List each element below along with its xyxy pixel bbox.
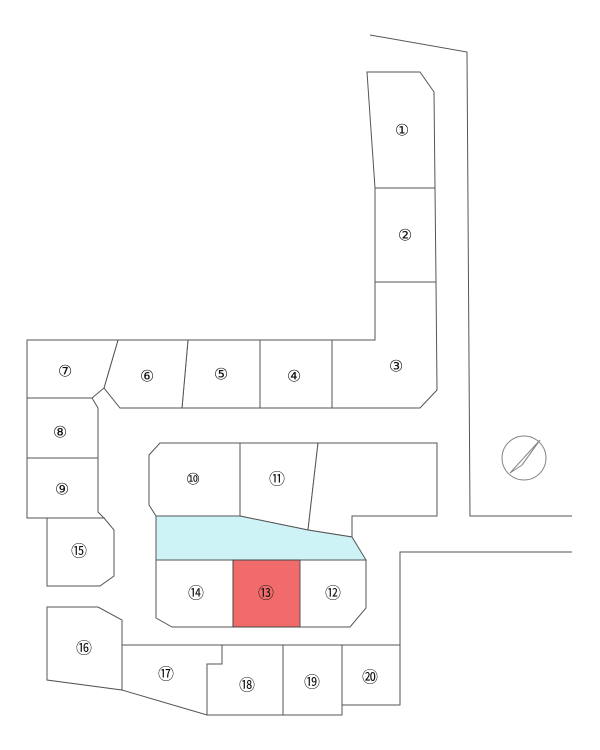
lot-20-label: ⑳ <box>362 668 378 687</box>
lot-1[interactable] <box>366 71 436 189</box>
north-arrow-icon <box>501 435 547 481</box>
lot-3-label: ③ <box>389 357 403 376</box>
lot-15-label: ⑮ <box>71 542 87 561</box>
lot-2-label: ② <box>398 226 412 245</box>
lot-10-label: ⑩ <box>186 470 200 489</box>
lot-9-label: ⑨ <box>55 480 69 499</box>
boundary-line-top <box>369 34 572 517</box>
lot-20[interactable] <box>341 644 401 706</box>
lot-12-label: ⑫ <box>325 584 341 603</box>
lot-19-label: ⑲ <box>304 673 320 692</box>
lot-7-label: ⑦ <box>58 362 72 381</box>
lot-7[interactable] <box>26 339 119 399</box>
lot-15[interactable] <box>46 517 115 587</box>
lot-8-label: ⑧ <box>53 423 67 442</box>
lot-17-label: ⑰ <box>158 665 174 684</box>
lot-9[interactable] <box>26 457 106 519</box>
boundary-line-road <box>399 551 572 705</box>
lot-4-label: ④ <box>287 367 301 386</box>
lot-16-label: ⑯ <box>76 639 92 658</box>
lot-14[interactable] <box>155 559 234 628</box>
lot-6-label: ⑥ <box>140 367 154 386</box>
lot-19[interactable] <box>282 644 343 716</box>
lot-unnumbered[interactable] <box>307 442 438 538</box>
lot-12[interactable] <box>299 559 367 628</box>
lot-5-label: ⑤ <box>214 365 228 384</box>
lot-11-label: ⑪ <box>269 470 285 489</box>
lot-18-label: ⑱ <box>239 676 255 695</box>
lot-13-label: ⑬ <box>258 584 274 603</box>
lot-1-label: ① <box>395 121 409 140</box>
lot-3[interactable] <box>331 281 438 409</box>
lot-14-label: ⑭ <box>188 584 204 603</box>
lot-8[interactable] <box>26 397 99 459</box>
